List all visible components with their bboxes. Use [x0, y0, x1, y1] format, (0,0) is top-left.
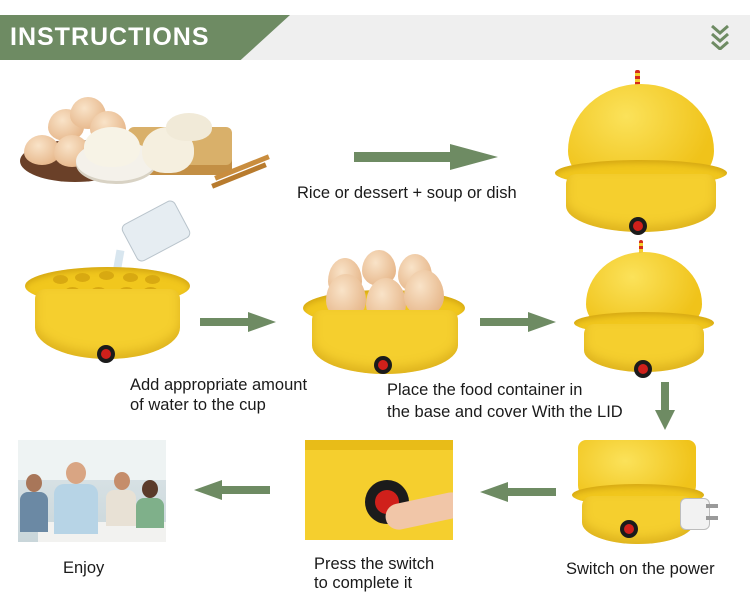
steamer-eggs-image: [300, 248, 470, 378]
double-chevron-down-icon: [711, 24, 729, 50]
family-dining-image: [18, 440, 166, 542]
arrow-icon: [655, 382, 675, 430]
step-water-caption-line2: of water to the cup: [130, 396, 266, 414]
press-switch-image: [305, 440, 453, 540]
header-title-banner: [0, 15, 290, 60]
steamer-power-image: [572, 440, 722, 550]
arrow-icon: [194, 480, 270, 500]
arrow-icon: [354, 144, 498, 170]
step-place-caption-line1: Place the food container in: [387, 381, 583, 399]
step-power-caption: Switch on the power: [566, 560, 715, 578]
food-image: [18, 95, 273, 195]
steamer-base-image: [25, 265, 190, 365]
step-place-caption-line2: the base and cover With the LID: [387, 403, 623, 421]
step-press-caption-line2: to complete it: [314, 574, 413, 592]
step-water-caption-line1: Add appropriate amount: [130, 376, 308, 394]
arrow-icon: [200, 312, 276, 332]
page-title: INSTRUCTIONS: [10, 23, 210, 51]
step-press-caption-line1: Press the switch: [314, 555, 435, 573]
steamer-covered-image: [550, 70, 730, 235]
steamer-lid-image: [572, 240, 717, 380]
arrow-icon: [480, 482, 556, 502]
step-enjoy-caption: Enjoy: [63, 559, 105, 577]
arrow-icon: [480, 312, 556, 332]
step-rice-caption: Rice or dessert + soup or dish: [297, 184, 517, 202]
